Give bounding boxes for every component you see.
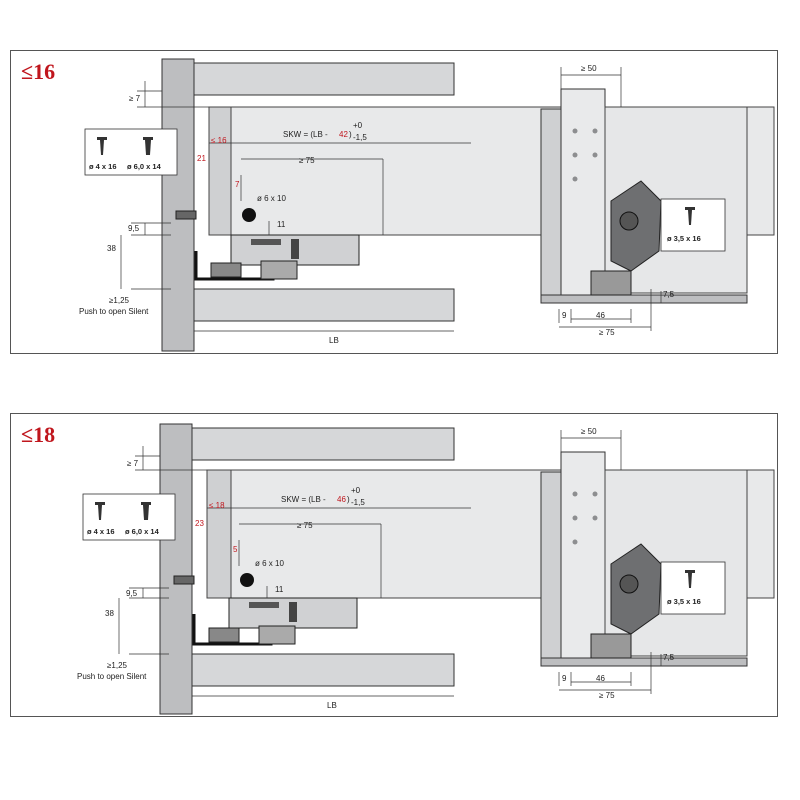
tol-minus: -1,5	[351, 498, 365, 507]
skw-prefix: SKW = (LB -	[283, 130, 328, 139]
right-b75-label: ≥ 75	[599, 328, 615, 337]
right-top-label: ≥ 50	[581, 64, 597, 73]
dim-38-label: 38	[107, 244, 116, 253]
skw-prefix: SKW = (LB -	[281, 495, 326, 504]
dim-11-label: 11	[277, 220, 286, 229]
right-46-label: 46	[596, 311, 605, 320]
offset-red-label: 7	[235, 180, 240, 189]
dim-38-label: 38	[105, 609, 114, 618]
side-view-drawing: ø 4 x 16 ø 6,0 x 14 ≥ 7 ≤ 18 23 5 SKW = …	[77, 423, 775, 715]
diagram-panel-16: ≤16	[10, 50, 778, 354]
screw-label-1: ø 4 x 16	[89, 162, 117, 171]
screw-icon	[685, 570, 695, 588]
dim-95-label: 9,5	[126, 589, 138, 598]
lb-label: LB	[327, 701, 337, 710]
dim-125-label: ≥1,25	[107, 661, 128, 670]
skw-suffix: )	[349, 130, 352, 139]
right-75-label: 7,5	[663, 290, 675, 299]
dim-top-label: ≥ 7	[127, 459, 139, 468]
dim-top-label: ≥ 7	[129, 94, 141, 103]
side-view-drawing: ø 4 x 16 ø 6,0 x 14 ≥ 7 ≤ 16 21 7 SKW = …	[79, 58, 775, 352]
cabinet-side-panel	[161, 58, 195, 352]
bracket-clip	[208, 627, 240, 643]
right-screw-legend-box	[660, 561, 726, 615]
runner-slot	[251, 239, 281, 245]
screw-shank	[175, 210, 197, 220]
push-to-open-label: Push to open Silent	[79, 307, 149, 316]
dim-75-label: ≥ 75	[299, 156, 315, 165]
screw-shank	[173, 575, 195, 585]
latch-mechanism	[258, 625, 296, 645]
diagram-panel-18: ≤18	[10, 413, 778, 717]
front-view-drawing	[540, 451, 748, 667]
right-top-label: ≥ 50	[581, 427, 597, 436]
screw-icon	[95, 502, 151, 520]
hole-label: ø 6 x 10	[255, 559, 284, 568]
right-screw-label: ø 3,5 x 16	[667, 597, 701, 606]
tol-minus: -1,5	[353, 133, 367, 142]
side-thickness-label: ≤ 16	[211, 136, 227, 145]
max-thickness-badge: ≤18	[21, 422, 56, 447]
drawer-front-edge	[206, 469, 232, 599]
drawer-front-edge	[208, 106, 232, 236]
tol-plus: +0	[351, 486, 361, 495]
hole-label: ø 6 x 10	[257, 194, 286, 203]
front-view-drawing	[540, 88, 748, 304]
offset-label: 23	[195, 519, 204, 528]
screw-label-2: ø 6,0 x 14	[127, 162, 162, 171]
screw-label-1: ø 4 x 16	[87, 527, 115, 536]
screw-label-2: ø 6,0 x 14	[125, 527, 160, 536]
offset-red-label: 5	[233, 545, 238, 554]
bracket-clip	[210, 262, 242, 278]
right-screw-legend-box	[660, 198, 726, 252]
right-screw-label: ø 3,5 x 16	[667, 234, 701, 243]
screw-icon	[97, 137, 153, 155]
dim-95-label: 9,5	[128, 224, 140, 233]
right-9-label: 9	[562, 311, 567, 320]
dim-125-label: ≥1,25	[109, 296, 130, 305]
screw-icon	[685, 207, 695, 225]
skw-value: 46	[337, 495, 346, 504]
dim-11-label: 11	[275, 585, 284, 594]
latch-mechanism	[260, 260, 298, 280]
runner-clip	[291, 239, 299, 259]
right-b75-label: ≥ 75	[599, 691, 615, 700]
bottom-shelf	[193, 288, 455, 322]
right-46-label: 46	[596, 674, 605, 683]
top-shelf	[193, 62, 455, 96]
runner-clip	[289, 602, 297, 622]
top-shelf	[191, 427, 455, 461]
dowel-hole	[240, 573, 254, 587]
max-thickness-badge: ≤16	[21, 59, 56, 84]
dim-75-label: ≥ 75	[297, 521, 313, 530]
lb-label: LB	[329, 336, 339, 345]
bottom-shelf	[191, 653, 455, 687]
right-75-label: 7,5	[663, 653, 675, 662]
right-9-label: 9	[562, 674, 567, 683]
cabinet-side-panel	[159, 423, 193, 715]
runner-slot	[249, 602, 279, 608]
tol-plus: +0	[353, 121, 363, 130]
side-thickness-label: ≤ 18	[209, 501, 225, 510]
dowel-hole	[242, 208, 256, 222]
offset-label: 21	[197, 154, 206, 163]
skw-value: 42	[339, 130, 348, 139]
screw-legend-box	[82, 493, 176, 541]
screw-legend-box	[84, 128, 178, 176]
push-to-open-label: Push to open Silent	[77, 672, 147, 681]
skw-suffix: )	[347, 495, 350, 504]
